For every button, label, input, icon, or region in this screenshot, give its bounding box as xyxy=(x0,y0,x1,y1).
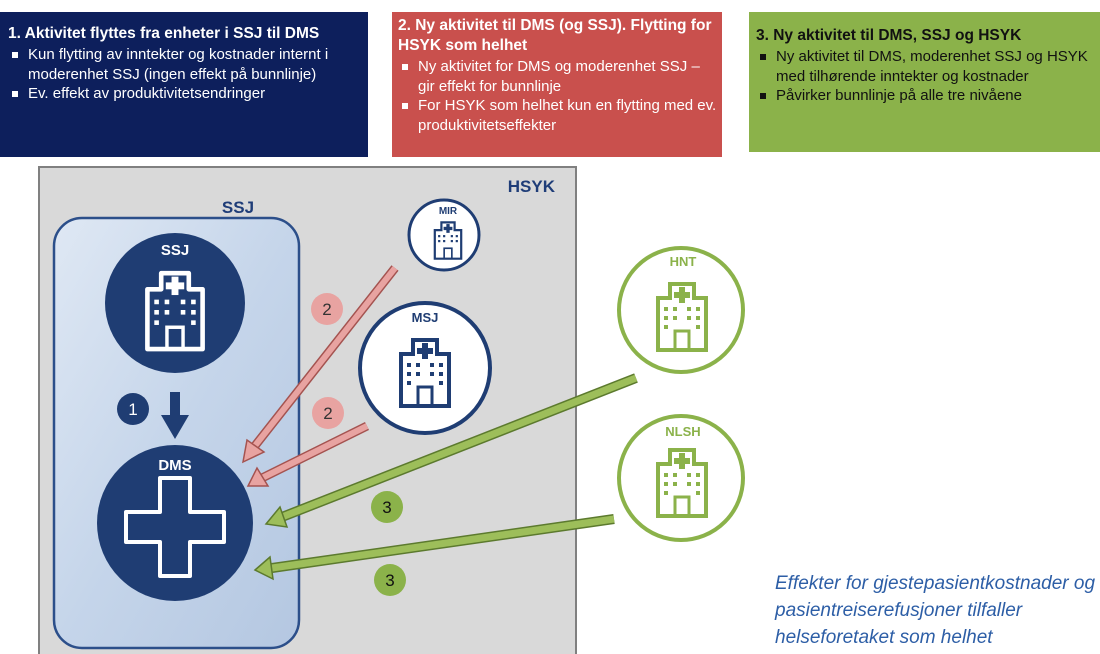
badge-2b: 2 xyxy=(312,397,344,429)
move-arrow-1 xyxy=(161,392,189,439)
nlsh-node-label: NLSH xyxy=(665,424,700,439)
move-arrow-2b xyxy=(246,421,369,487)
ssj-node: SSJ xyxy=(105,233,245,373)
hsyk-label: HSYK xyxy=(508,177,556,196)
box-3-bullets: Ny aktivitet til DMS, moderenhet SSJ og … xyxy=(756,47,1096,106)
explanation-box-2: 2. Ny aktivitet til DMS (og SSJ). Flytti… xyxy=(392,12,722,157)
msj-node-label: MSJ xyxy=(412,310,439,325)
badge-3b: 3 xyxy=(374,564,406,596)
box-3-bullet: Ny aktivitet til DMS, moderenhet SSJ og … xyxy=(756,47,1096,86)
box-2-title: 2. Ny aktivitet til DMS (og SSJ). Flytti… xyxy=(398,17,712,54)
svg-text:3: 3 xyxy=(382,498,391,517)
explanation-box-3: 3. Ny aktivitet til DMS, SSJ og HSYK Ny … xyxy=(749,12,1100,152)
box-3-title: 3. Ny aktivitet til DMS, SSJ og HSYK xyxy=(756,27,1022,44)
badge-3a: 3 xyxy=(371,491,403,523)
mir-node: MIR xyxy=(407,198,481,272)
box-2-bullet: For HSYK som helhet kun en flytting med … xyxy=(398,96,718,135)
hnt-node-label: HNT xyxy=(670,254,697,269)
move-arrow-3a xyxy=(264,373,638,528)
nlsh-node: NLSH xyxy=(617,414,745,542)
svg-text:2: 2 xyxy=(322,300,331,319)
svg-text:3: 3 xyxy=(385,571,394,590)
ssj-region-label: SSJ xyxy=(222,198,254,217)
hospital-icon xyxy=(399,338,451,408)
box-1-bullet: Ev. effekt av produktivitetsendringer xyxy=(8,84,364,104)
dms-node: DMS xyxy=(97,445,253,601)
mir-node-label: MIR xyxy=(439,206,458,217)
medical-cross-icon xyxy=(124,476,226,578)
msj-node: MSJ xyxy=(358,301,492,435)
badge-2a: 2 xyxy=(311,293,343,325)
effect-note: Effekter for gjestepasientkostnader og p… xyxy=(775,573,1096,648)
explanation-box-1: 1. Aktivitet flyttes fra enheter i SSJ t… xyxy=(0,12,368,157)
svg-text:2: 2 xyxy=(323,404,332,423)
box-3-bullet: Påvirker bunnlinje på alle tre nivåene xyxy=(756,86,1096,106)
box-1-title: 1. Aktivitet flyttes fra enheter i SSJ t… xyxy=(8,25,320,42)
dms-node-label: DMS xyxy=(158,457,191,474)
badge-1: 1 xyxy=(117,393,149,425)
hospital-icon xyxy=(433,221,463,260)
box-2-bullets: Ny aktivitet for DMS og moderenhet SSJ –… xyxy=(398,57,718,135)
box-2-bullet: Ny aktivitet for DMS og moderenhet SSJ –… xyxy=(398,57,718,96)
box-1-bullets: Kun flytting av inntekter og kostnader i… xyxy=(8,45,364,104)
hnt-node: HNT xyxy=(617,246,745,374)
svg-text:1: 1 xyxy=(128,400,137,419)
hospital-icon xyxy=(656,448,708,518)
move-arrow-2a xyxy=(242,265,399,464)
box-1-bullet: Kun flytting av inntekter og kostnader i… xyxy=(8,45,364,84)
ssj-node-label: SSJ xyxy=(161,242,189,259)
hospital-icon xyxy=(656,282,708,352)
move-arrow-3b xyxy=(253,514,615,581)
